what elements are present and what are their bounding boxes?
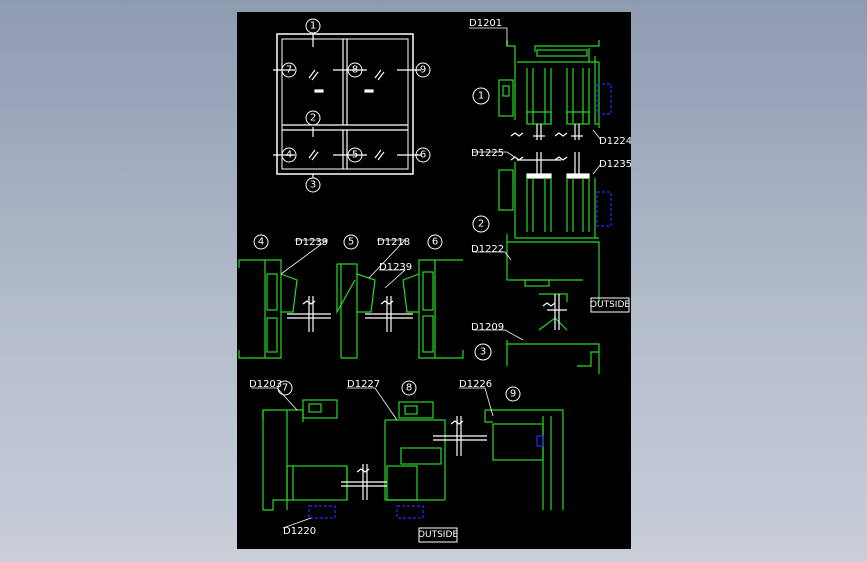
outside-tag-bottom: OUTSIDE [418,530,458,540]
callout-circles [253,18,630,543]
leader-lines [251,27,602,529]
section-7-8-9-glass [341,416,487,500]
callout-3-section: 3 [480,347,486,358]
label-d1209: D1209 [471,322,504,333]
callout-6-elevation: 6 [420,150,426,161]
callout-7-section: 7 [282,383,288,394]
callout-9-elevation: 9 [420,65,426,76]
callout-7-elevation: 7 [286,65,292,76]
window-elevation [273,33,421,178]
section-4-5-6-glass [287,296,413,332]
label-d1235: D1235 [599,159,631,170]
section-vertical-profile [498,40,612,374]
callout-9-section: 9 [510,389,516,400]
callout-6-section: 6 [432,237,438,248]
callout-1-section: 1 [478,91,484,102]
label-d1224: D1224 [599,136,631,147]
cad-drawing-sheet: 1 7 8 9 2 4 5 6 3 1 2 3 4 5 6 7 8 9 D120… [237,12,631,549]
callout-8-section: 8 [406,383,412,394]
section-vertical-glass [542,294,567,330]
label-d1201: D1201 [469,18,502,29]
label-d1239-left: D1239 [295,237,328,248]
callout-2-elevation: 2 [310,113,316,124]
label-d1222: D1222 [471,244,504,255]
callout-5-elevation: 5 [352,150,358,161]
label-d1203: D1203 [249,379,282,390]
label-d1239-center: D1239 [379,262,412,273]
label-d1225: D1225 [471,148,504,159]
callout-5-section: 5 [348,237,354,248]
callout-4-section: 4 [258,237,264,248]
section-7-8-9-profile [262,399,564,519]
callout-1-elevation-top: 1 [310,21,316,32]
callout-4-elevation: 4 [286,150,292,161]
outside-tag-right: OUTSIDE [590,300,630,310]
label-d1218: D1218 [377,237,410,248]
callout-3-elevation: 3 [310,180,316,191]
label-d1226: D1226 [459,379,492,390]
cad-drawing: 1 7 8 9 2 4 5 6 3 1 2 3 4 5 6 7 8 9 D120… [238,18,631,543]
callout-8-elevation: 8 [352,65,358,76]
callout-2-section: 2 [478,219,484,230]
label-d1227: D1227 [347,379,380,390]
label-d1220: D1220 [283,526,316,537]
section-4-5-6-profile [238,259,464,359]
